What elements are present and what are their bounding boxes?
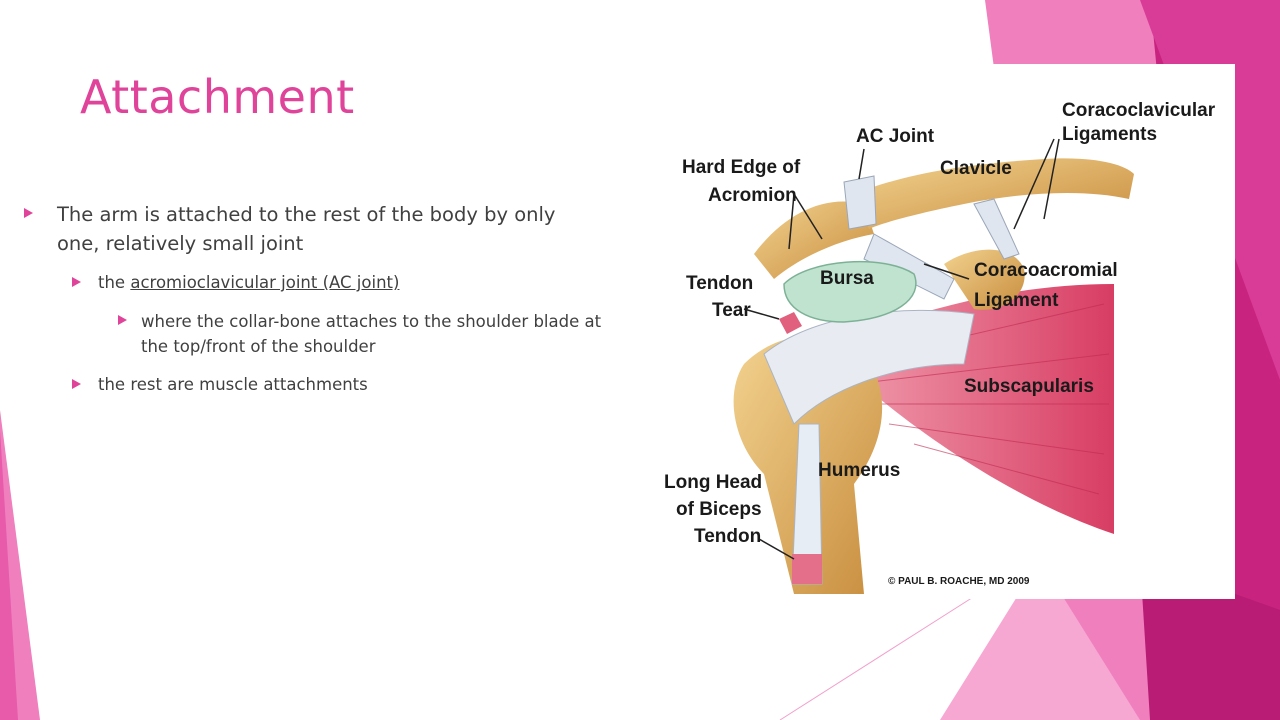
- bullet-level1: The arm is attached to the rest of the b…: [57, 203, 556, 255]
- label-hard-edge-2: Acromion: [708, 185, 797, 206]
- biceps-muscle-end: [792, 554, 822, 584]
- ac-joint-capsule: [843, 175, 877, 230]
- shoulder-anatomy-figure: Coracoclavicular Ligaments AC Joint Clav…: [644, 64, 1235, 599]
- label-coracoacromial-2: Ligament: [974, 290, 1059, 311]
- bullet-level2-muscle: the rest are muscle attachments: [98, 375, 368, 394]
- ac-joint-link[interactable]: acromioclavicular joint (AC joint): [130, 273, 400, 292]
- bullet-prefix: the: [98, 273, 126, 292]
- bullet-arrow-icon: [24, 208, 33, 218]
- label-hard-edge-1: Hard Edge of: [682, 157, 801, 178]
- bullet-level2-ac-joint: the acromioclavicular joint (AC joint): [98, 271, 399, 295]
- label-tendon-tear-2: Tear: [712, 300, 751, 321]
- label-biceps-1: Long Head: [664, 472, 762, 493]
- bullet-arrow-icon: [118, 315, 127, 325]
- label-subscapularis: Subscapularis: [964, 376, 1094, 397]
- acromion-bone: [754, 201, 874, 279]
- label-bursa: Bursa: [820, 268, 874, 289]
- clavicle-bone: [854, 158, 1134, 229]
- coracoclavicular-ligament: [973, 198, 1020, 260]
- label-coracoclavicular-2: Ligaments: [1062, 124, 1157, 145]
- bursa: [783, 260, 917, 323]
- bullet-level3: where the collar-bone attaches to the sh…: [141, 312, 602, 356]
- label-biceps-2: of Biceps: [676, 499, 762, 520]
- tendon-cuff: [763, 309, 975, 425]
- coracoacromial-ligament: [863, 233, 955, 300]
- label-coracoacromial-1: Coracoacromial: [974, 260, 1118, 281]
- slide-title: Attachment: [80, 70, 355, 124]
- bullet-arrow-icon: [72, 277, 81, 287]
- label-humerus: Humerus: [818, 460, 900, 481]
- label-biceps-3: Tendon: [694, 526, 761, 547]
- label-coracoclavicular-1: Coracoclavicular: [1062, 100, 1216, 121]
- tendon-tear-mark: [779, 312, 802, 334]
- label-clavicle: Clavicle: [940, 158, 1012, 179]
- label-tendon-tear-1: Tendon: [686, 273, 753, 294]
- bullet-list: The arm is attached to the rest of the b…: [0, 0, 620, 720]
- figure-copyright: © PAUL B. ROACHE, MD 2009: [888, 576, 1030, 587]
- coracoid-process: [944, 249, 1025, 310]
- label-leader-lines: [743, 138, 1060, 560]
- label-ac-joint: AC Joint: [856, 126, 935, 147]
- bullet-arrow-icon: [72, 379, 81, 389]
- shoulder-anatomy-illustration: Coracoclavicular Ligaments AC Joint Clav…: [664, 100, 1216, 594]
